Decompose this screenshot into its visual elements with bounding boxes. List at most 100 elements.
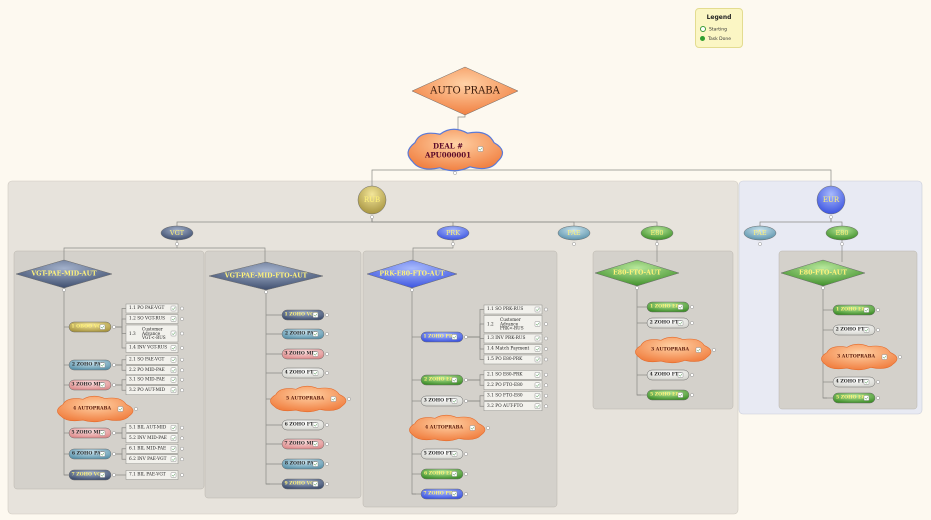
expand-icon[interactable] <box>112 452 116 456</box>
expand-icon[interactable] <box>821 286 825 290</box>
branch-node[interactable] <box>743 225 777 241</box>
expand-icon[interactable] <box>134 407 138 411</box>
cloud-node[interactable] <box>57 395 134 423</box>
expand-icon[interactable] <box>325 352 329 356</box>
expand-icon[interactable] <box>544 347 548 351</box>
expand-icon[interactable] <box>464 378 468 382</box>
task-box[interactable] <box>125 355 179 365</box>
currency-node-rub[interactable] <box>357 185 387 215</box>
task-box[interactable] <box>125 385 179 395</box>
task-box[interactable] <box>125 324 179 343</box>
expand-icon[interactable] <box>758 242 762 246</box>
task-box[interactable] <box>483 315 543 333</box>
branch-node[interactable] <box>160 225 194 241</box>
flow-node-3[interactable] <box>594 259 680 287</box>
expand-icon[interactable] <box>544 393 548 398</box>
task-box[interactable] <box>125 470 179 480</box>
expand-icon[interactable] <box>180 457 184 462</box>
expand-icon[interactable] <box>544 322 548 326</box>
task-box[interactable] <box>483 344 543 354</box>
expand-icon[interactable] <box>464 472 468 476</box>
flow-node-4[interactable] <box>780 259 866 287</box>
expand-icon[interactable] <box>180 331 184 336</box>
expand-icon[interactable] <box>451 242 455 246</box>
expand-icon[interactable] <box>180 436 184 441</box>
expand-icon[interactable] <box>712 348 716 352</box>
expand-icon[interactable] <box>62 288 66 292</box>
expand-icon[interactable] <box>325 313 329 317</box>
expand-icon[interactable] <box>370 215 374 219</box>
expand-icon[interactable] <box>690 393 694 397</box>
expand-icon[interactable] <box>325 332 329 336</box>
task-box[interactable] <box>125 314 179 324</box>
cloud-node[interactable] <box>409 414 486 442</box>
expand-icon[interactable] <box>464 399 468 403</box>
expand-icon[interactable] <box>180 446 184 451</box>
expand-icon[interactable] <box>180 388 184 393</box>
expand-icon[interactable] <box>180 377 184 382</box>
expand-icon[interactable] <box>325 423 329 427</box>
deal-node[interactable] <box>407 128 503 172</box>
expand-icon[interactable] <box>690 321 694 325</box>
expand-icon[interactable] <box>876 308 880 312</box>
expand-icon[interactable] <box>464 335 468 339</box>
expand-icon[interactable] <box>112 473 116 477</box>
expand-icon[interactable] <box>876 396 880 400</box>
currency-node-eur[interactable] <box>816 185 846 215</box>
expand-icon[interactable] <box>180 357 184 362</box>
expand-icon[interactable] <box>325 371 329 375</box>
expand-icon[interactable] <box>544 383 548 388</box>
cloud-node[interactable] <box>270 385 347 413</box>
expand-icon[interactable] <box>180 346 184 350</box>
expand-icon[interactable] <box>410 288 414 292</box>
expand-icon[interactable] <box>325 482 329 486</box>
expand-icon[interactable] <box>112 363 116 367</box>
expand-icon[interactable] <box>175 242 179 246</box>
expand-icon[interactable] <box>264 290 268 294</box>
expand-icon[interactable] <box>829 215 833 219</box>
expand-icon[interactable] <box>544 307 548 312</box>
expand-icon[interactable] <box>180 473 184 477</box>
task-box[interactable] <box>125 303 179 314</box>
cloud-node[interactable] <box>821 343 898 371</box>
task-box[interactable] <box>483 380 543 390</box>
task-box[interactable] <box>483 401 543 411</box>
expand-icon[interactable] <box>876 328 880 332</box>
task-box[interactable] <box>483 333 543 344</box>
branch-node[interactable] <box>557 225 591 241</box>
expand-icon[interactable] <box>112 325 116 329</box>
task-box[interactable] <box>125 454 179 464</box>
expand-icon[interactable] <box>180 317 184 321</box>
expand-icon[interactable] <box>876 380 880 384</box>
expand-icon[interactable] <box>180 306 184 311</box>
expand-icon[interactable] <box>544 357 548 362</box>
expand-icon[interactable] <box>347 397 351 401</box>
flow-node-0[interactable] <box>15 259 113 289</box>
branch-node[interactable] <box>825 225 859 241</box>
root-node[interactable] <box>411 66 519 116</box>
expand-icon[interactable] <box>112 431 116 435</box>
expand-icon[interactable] <box>325 442 329 446</box>
expand-icon[interactable] <box>655 242 659 246</box>
expand-icon[interactable] <box>635 286 639 290</box>
expand-icon[interactable] <box>453 171 457 175</box>
expand-icon[interactable] <box>898 355 902 359</box>
task-box[interactable] <box>483 354 543 365</box>
task-box[interactable] <box>125 365 179 375</box>
expand-icon[interactable] <box>325 462 329 466</box>
expand-icon[interactable] <box>544 336 548 341</box>
expand-icon[interactable] <box>690 305 694 309</box>
branch-node[interactable] <box>436 225 470 241</box>
expand-icon[interactable] <box>572 242 576 246</box>
expand-icon[interactable] <box>544 372 548 377</box>
task-box[interactable] <box>483 304 543 315</box>
task-box[interactable] <box>483 391 543 401</box>
task-box[interactable] <box>125 423 179 433</box>
expand-icon[interactable] <box>544 404 548 409</box>
task-box[interactable] <box>125 444 179 454</box>
expand-icon[interactable] <box>486 426 490 430</box>
expand-icon[interactable] <box>180 425 184 430</box>
expand-icon[interactable] <box>180 368 184 373</box>
expand-icon[interactable] <box>464 492 468 496</box>
expand-icon[interactable] <box>840 242 844 246</box>
